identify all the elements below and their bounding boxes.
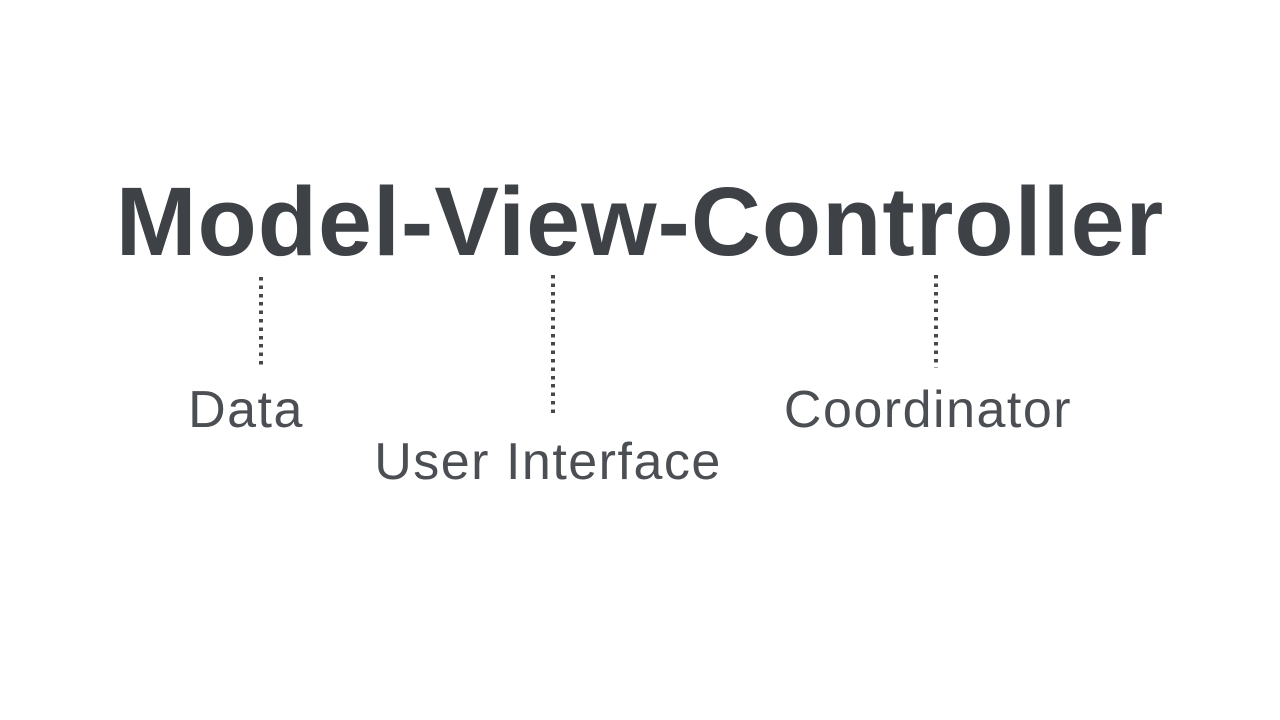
label-user-interface: User Interface xyxy=(374,433,722,491)
label-coordinator: Coordinator xyxy=(783,381,1073,439)
model-connector-dotted-line xyxy=(259,277,263,368)
page-title: Model-View-Controller xyxy=(115,167,1165,276)
view-connector-dotted-line xyxy=(551,275,555,417)
controller-connector-dotted-line xyxy=(934,275,938,368)
label-data: Data xyxy=(188,381,304,439)
